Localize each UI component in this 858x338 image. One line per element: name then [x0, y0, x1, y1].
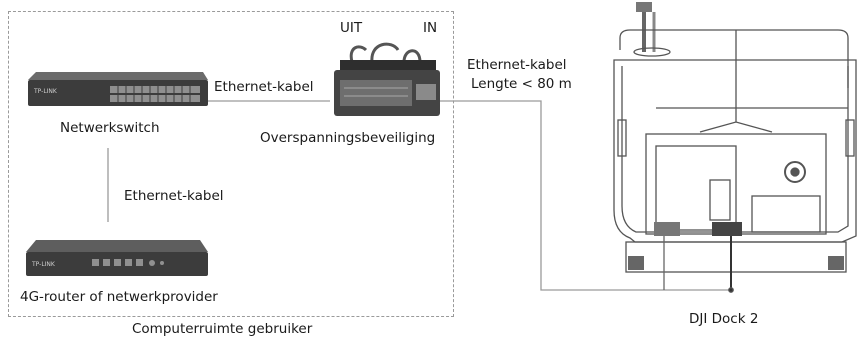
surge-to-dock-line: [440, 100, 732, 291]
ethernet-cable-label-vertical: Ethernet-kabel: [124, 188, 224, 204]
surge-protector-device: [334, 42, 440, 116]
router-label: 4G-router of netwerkprovider: [20, 289, 218, 305]
computer-room-label: Computerruimte gebruiker: [132, 321, 313, 337]
cable-length-label: Lengte < 80 m: [471, 76, 572, 92]
ethernet-cable-label-top: Ethernet-kabel: [214, 79, 314, 95]
surge-protector-label: Overspanningsbeveiliging: [260, 130, 436, 146]
network-switch-device: TP-LINK: [28, 72, 208, 106]
dji-dock-device: [613, 2, 857, 293]
network-switch-label: Netwerkswitch: [60, 120, 160, 136]
out-port-label: UIT: [340, 20, 363, 36]
switch-brand-text: TP-LINK: [33, 88, 58, 95]
ethernet-cable-label-right: Ethernet-kabel: [467, 57, 567, 73]
in-port-label: IN: [423, 20, 438, 36]
router-brand-text: TP-LINK: [31, 261, 56, 268]
router-device: TP-LINK: [26, 240, 208, 276]
dji-dock-label: DJI Dock 2: [689, 311, 759, 327]
computer-room-border: [8, 11, 454, 317]
